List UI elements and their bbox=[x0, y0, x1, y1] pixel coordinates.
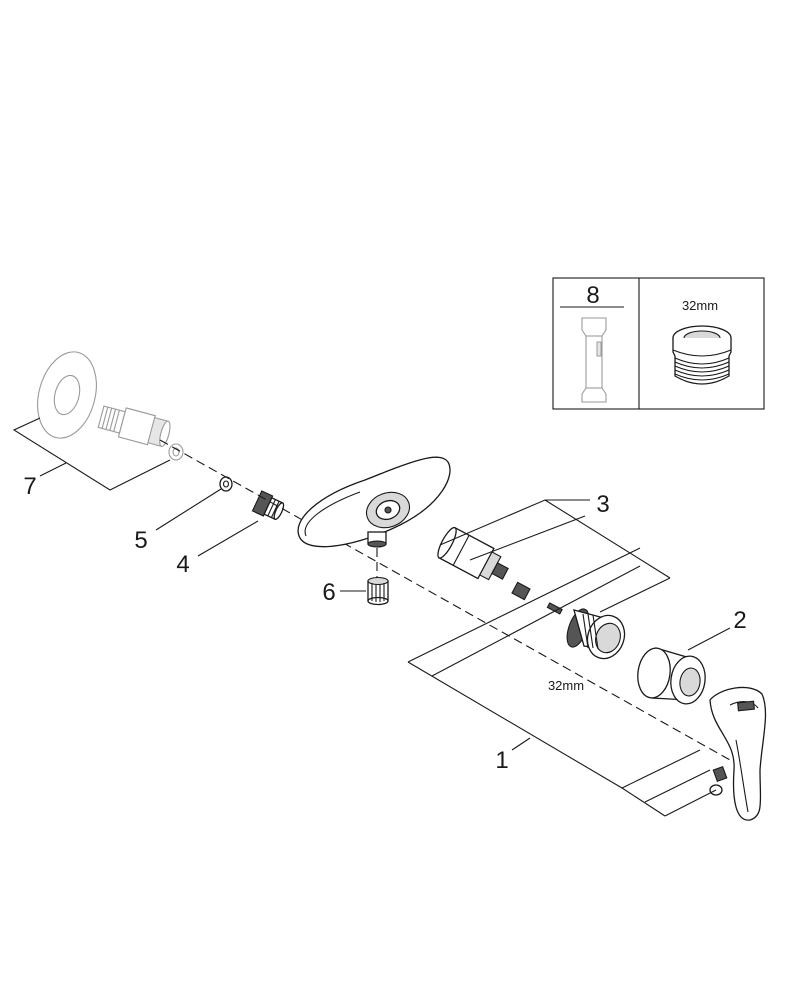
bracket-1: 1 bbox=[407, 547, 717, 817]
label-part-7: 7 bbox=[23, 473, 36, 500]
bracket-3: 3 bbox=[439, 491, 671, 613]
label-part-5: 5 bbox=[134, 527, 147, 554]
label-part-6: 6 bbox=[322, 579, 335, 606]
inset-panel: 8 32mm bbox=[552, 277, 765, 410]
assembly-axis bbox=[159, 439, 731, 761]
sleeve-tool-8 bbox=[581, 317, 607, 403]
part-4-nipple: 4 bbox=[176, 490, 285, 578]
lever-handle bbox=[709, 686, 767, 821]
label-part-1: 1 bbox=[495, 747, 508, 774]
nut-size-label: 32mm bbox=[548, 678, 584, 693]
part-6-insert: 6 bbox=[322, 548, 389, 606]
threaded-nut-32mm: 32mm bbox=[548, 608, 626, 693]
part-5-washer: 5 bbox=[134, 476, 233, 554]
label-part-3: 3 bbox=[596, 491, 609, 518]
part-7-assembly bbox=[37, 351, 184, 461]
bracket-7: 7 bbox=[12, 417, 171, 500]
cartridge bbox=[437, 526, 509, 581]
set-screw bbox=[709, 765, 728, 796]
inset-nut-size: 32mm bbox=[682, 298, 718, 313]
label-part-4: 4 bbox=[176, 551, 189, 578]
inset-nut-32mm bbox=[672, 325, 732, 385]
part-2-sleeve: 2 bbox=[637, 607, 747, 705]
label-part-8: 8 bbox=[586, 282, 599, 309]
stem-adapter bbox=[511, 581, 563, 615]
label-part-2: 2 bbox=[733, 607, 746, 634]
valve-body-housing bbox=[297, 456, 451, 548]
